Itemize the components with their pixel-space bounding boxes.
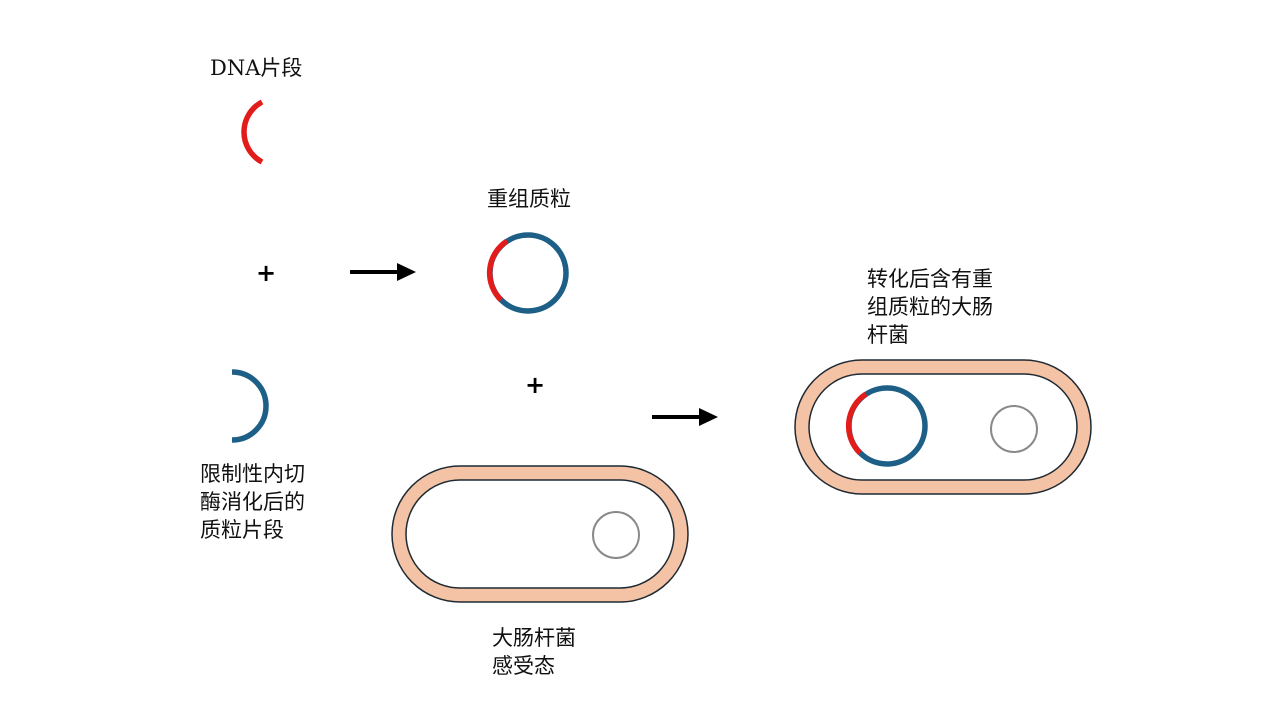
competent-ecoli-cell [391, 465, 689, 603]
arrow-right-icon [350, 263, 416, 281]
dna-fragment-label: DNA片段 [210, 56, 303, 80]
recombinant-plasmid [486, 232, 569, 314]
digested-plasmid-label: 限制性内切 酶消化后的 质粒片段 [200, 462, 305, 542]
competent-ecoli-label: 大肠杆菌 感受态 [492, 626, 576, 678]
digested-plasmid-arc [231, 369, 269, 443]
transformed-ecoli-cell [794, 359, 1092, 495]
dna-fragment-arc [241, 99, 264, 165]
recombinant-plasmid-label: 重组质粒 [487, 187, 571, 211]
transformed-ecoli-label: 转化后含有重 组质粒的大肠 杆菌 [867, 267, 993, 347]
plus-sign: + [525, 371, 546, 399]
plus-sign: + [256, 259, 277, 287]
arrow-right-icon [652, 408, 718, 426]
